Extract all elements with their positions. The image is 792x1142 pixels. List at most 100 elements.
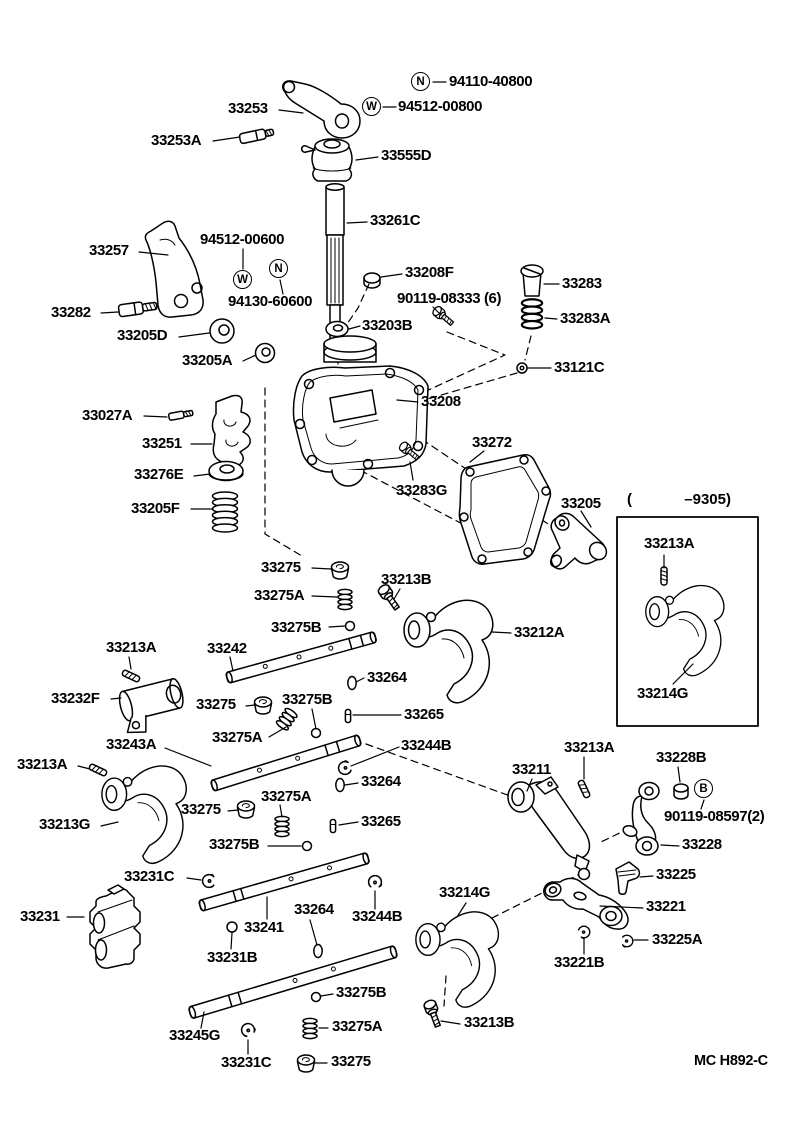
bracket-33251 — [211, 394, 251, 467]
part-label-33221-63: 33221 — [646, 898, 686, 915]
spring-33275A — [274, 706, 299, 733]
part-label-33275-36: 33275 — [196, 696, 236, 713]
pin-33213A — [120, 668, 142, 684]
part-33225 — [615, 861, 641, 895]
link-33221 — [543, 877, 629, 930]
pin-33027A — [167, 409, 194, 421]
part-label-33205F-22: 33205F — [131, 500, 180, 517]
part-label-33213A-26: 33213A — [644, 535, 695, 552]
shaft-33241 — [198, 852, 370, 912]
plug-33275 — [253, 696, 273, 715]
lever-33257 — [144, 220, 204, 318]
part-label-33253-2: 33253 — [228, 100, 268, 117]
spring-33283A — [520, 298, 544, 330]
spring-33275A — [337, 588, 353, 611]
part-label-33121C-17: 33121C — [554, 359, 605, 376]
fork-33212A — [403, 599, 494, 704]
seat-33276E — [208, 460, 244, 482]
part-label-33205A-11: 33205A — [182, 352, 233, 369]
symbol-w-circle-2: W — [233, 270, 252, 289]
part-label-33213G-44: 33213G — [39, 816, 90, 833]
part-label-33243A-41: 33243A — [106, 736, 157, 753]
inset-caption: ( –9305) — [627, 491, 731, 508]
part-label-33225A-64: 33225A — [652, 931, 703, 948]
part-label-94512-00600-7: 94512-00600 — [200, 231, 285, 248]
ring-33264 — [335, 777, 345, 793]
washer-33205D — [209, 318, 235, 344]
part-label-33241-56: 33241 — [244, 919, 284, 936]
part-label-33275A-68: 33275A — [332, 1018, 383, 1035]
part-label-33231C-55: 33231C — [124, 868, 175, 885]
gasket-33272 — [458, 454, 552, 565]
ball-33275B — [310, 991, 322, 1003]
shaft-33245G — [188, 945, 398, 1019]
part-label-33283-15: 33283 — [562, 275, 602, 292]
part-label-33275B-37: 33275B — [282, 691, 333, 708]
pin-33213A-inset — [660, 566, 668, 586]
part-label-33283G-23: 33283G — [396, 482, 447, 499]
housing-33208 — [292, 335, 429, 487]
clip-33225A — [622, 934, 634, 948]
part-label-33275A-29: 33275A — [254, 587, 305, 604]
clip-33221B — [577, 923, 593, 940]
part-label-33214G-27: 33214G — [637, 685, 688, 702]
part-label-90119-085972-53: 90119-08597(2) — [664, 808, 765, 825]
part-label-33275A-39: 33275A — [212, 729, 263, 746]
block-33231 — [89, 884, 141, 969]
part-label-33228B-52: 33228B — [656, 749, 707, 766]
part-label-33225-62: 33225 — [656, 866, 696, 883]
part-label-33272-24: 33272 — [472, 434, 512, 451]
part-label-33231B-59: 33231B — [207, 949, 258, 966]
part-label-94130-60600-8: 94130-60600 — [228, 293, 313, 310]
part-label-33276E-21: 33276E — [134, 466, 184, 483]
part-label-90119-083336-13: 90119-08333 (6) — [397, 290, 502, 307]
part-label-33282-9: 33282 — [51, 304, 91, 321]
arm-33253 — [282, 80, 361, 139]
plug-33275 — [296, 1054, 316, 1073]
part-label-33555D-4: 33555D — [381, 147, 432, 164]
part-label-33205-25: 33205 — [561, 495, 601, 512]
symbol-n-circle-3: N — [269, 259, 288, 278]
part-label-33245G-66: 33245G — [169, 1027, 220, 1044]
fork-33214G-inset — [645, 584, 725, 677]
ring-33264 — [347, 675, 357, 691]
pin-33265 — [329, 818, 337, 834]
spring-33275A — [302, 1017, 318, 1040]
fork-33214G — [415, 911, 500, 1008]
part-label-33208F-12: 33208F — [405, 264, 454, 281]
ring-33264 — [313, 943, 323, 959]
part-label-33264-57: 33264 — [294, 901, 334, 918]
washer-33205A — [254, 342, 276, 364]
part-label-33242-32: 33242 — [207, 640, 247, 657]
clip-33244B — [367, 874, 383, 888]
pin-33282 — [117, 301, 158, 318]
part-label-33275B-49: 33275B — [209, 836, 260, 853]
part-label-33221B-65: 33221B — [554, 954, 605, 971]
plug-33283 — [520, 264, 544, 297]
plug-33275 — [236, 800, 256, 819]
fork-33213G — [101, 765, 187, 865]
part-label-33213A-50: 33213A — [564, 739, 615, 756]
part-label-33203B-14: 33203B — [362, 317, 413, 334]
cap-33228B — [673, 783, 689, 800]
part-label-33251-19: 33251 — [142, 435, 182, 452]
part-label-33232F-35: 33232F — [51, 690, 100, 707]
spring-33205F — [211, 491, 239, 533]
part-label-33213A-43: 33213A — [17, 756, 68, 773]
part-label-33244B-58: 33244B — [352, 908, 403, 925]
part-label-33264-47: 33264 — [361, 773, 401, 790]
ball-33275B — [310, 727, 322, 739]
part-label-94110-40800-0: 94110-40800 — [449, 73, 533, 90]
link-33228 — [622, 781, 660, 856]
bolt-33213B — [422, 997, 445, 1029]
symbol-b-circle-4: B — [694, 779, 713, 798]
lever-33211 — [507, 776, 591, 881]
clip-33231C — [238, 1020, 258, 1039]
part-label-33264-38: 33264 — [367, 669, 407, 686]
part-label-33253A-3: 33253A — [151, 132, 202, 149]
part-label-33213B-71: 33213B — [464, 1014, 515, 1031]
clip-33244B — [335, 759, 353, 777]
spring-33275A — [274, 815, 290, 838]
inset-box — [616, 516, 759, 727]
